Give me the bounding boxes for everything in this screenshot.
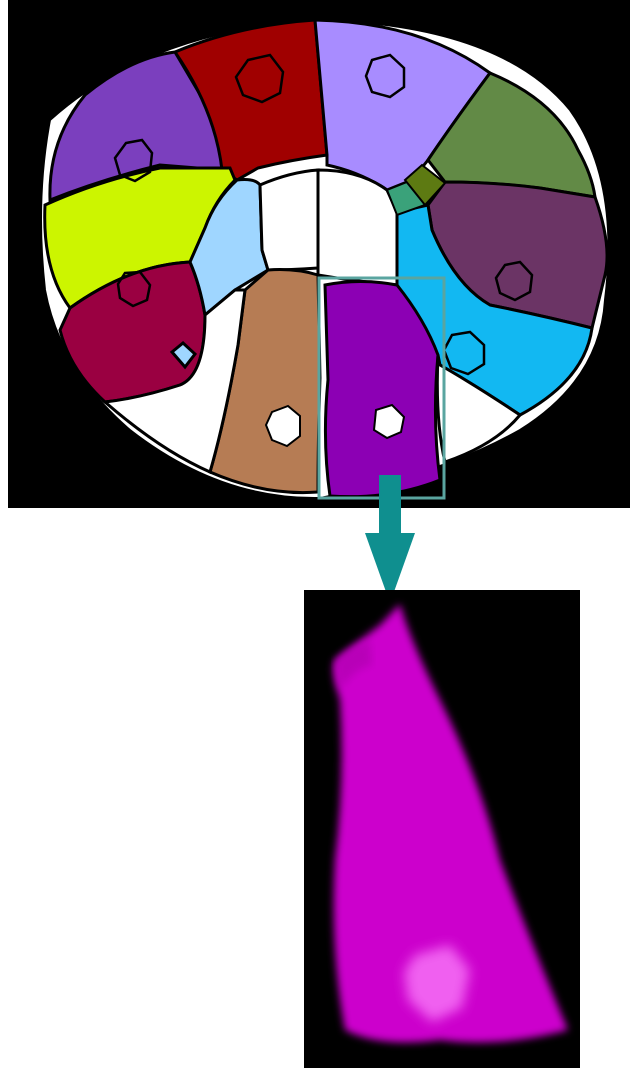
segment-white-center-left	[260, 170, 318, 270]
cropped-cell-panel	[304, 590, 580, 1068]
segment-white-center-right	[318, 170, 397, 285]
arrow-shaft	[379, 475, 401, 535]
segmentation-panel	[8, 0, 630, 508]
nucleus-white-brown	[266, 406, 300, 446]
